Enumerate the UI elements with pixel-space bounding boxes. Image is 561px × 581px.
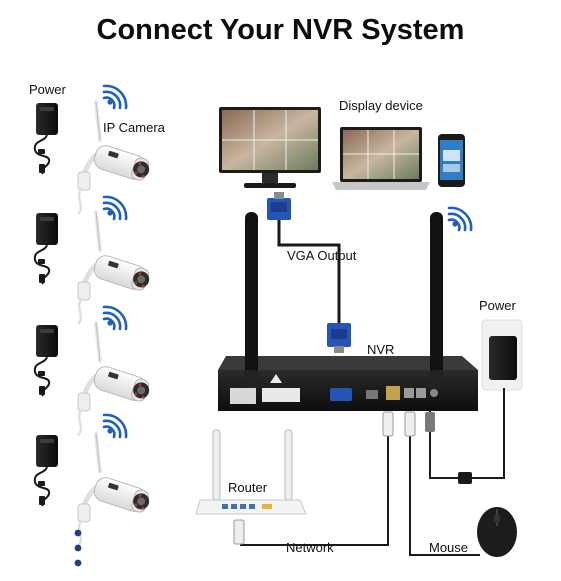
power-adapter-icon bbox=[33, 434, 59, 507]
vga-output-label: VGA Output bbox=[287, 248, 357, 263]
mouse-cable bbox=[409, 412, 480, 556]
power-adapter-icon bbox=[33, 102, 59, 175]
display-device-label: Display device bbox=[339, 98, 423, 113]
more-dots-icon bbox=[74, 529, 82, 567]
power-adapter-icon bbox=[33, 212, 59, 285]
power-label-right: Power bbox=[479, 298, 516, 313]
mouse-icon bbox=[477, 507, 517, 557]
monitor-icon bbox=[219, 107, 321, 188]
wifi-icon bbox=[102, 305, 128, 331]
page-title: Connect Your NVR System bbox=[96, 14, 465, 46]
vga-connector-icon bbox=[327, 323, 351, 353]
ethernet-plug bbox=[382, 411, 394, 437]
camera-unit-3 bbox=[33, 305, 153, 435]
antenna-icon bbox=[244, 212, 259, 388]
camera-unit-2 bbox=[33, 195, 153, 324]
wifi-icon bbox=[102, 195, 128, 221]
power-adapter-icon bbox=[33, 324, 59, 397]
wifi-icon bbox=[102, 413, 128, 439]
camera-unit-1 bbox=[33, 84, 153, 214]
ferrite-bead bbox=[458, 472, 472, 484]
power-label-left: Power bbox=[29, 82, 66, 97]
vga-connector-icon bbox=[267, 192, 291, 220]
nvr-label: NVR bbox=[367, 342, 395, 357]
laptop-icon bbox=[332, 127, 430, 190]
ip-camera-label: IP Camera bbox=[103, 120, 165, 135]
phone-icon bbox=[438, 134, 465, 187]
ethernet-plug bbox=[233, 519, 245, 545]
wifi-icon bbox=[447, 206, 473, 232]
mouse-label: Mouse bbox=[429, 540, 469, 555]
dc-plug bbox=[425, 412, 435, 432]
ip-camera-icon bbox=[78, 102, 152, 214]
usb-plug bbox=[404, 411, 416, 437]
ip-camera-icon bbox=[78, 434, 152, 546]
router-label: Router bbox=[228, 480, 268, 495]
network-label: Network bbox=[286, 540, 334, 555]
power-adapter-icon bbox=[481, 319, 523, 391]
vga-cable bbox=[277, 218, 341, 328]
network-cable bbox=[240, 412, 389, 546]
ip-camera-icon bbox=[78, 212, 152, 324]
wifi-icon bbox=[102, 84, 128, 110]
router-icon bbox=[195, 429, 307, 515]
camera-unit-4 bbox=[33, 413, 153, 546]
antenna-icon bbox=[429, 212, 444, 388]
